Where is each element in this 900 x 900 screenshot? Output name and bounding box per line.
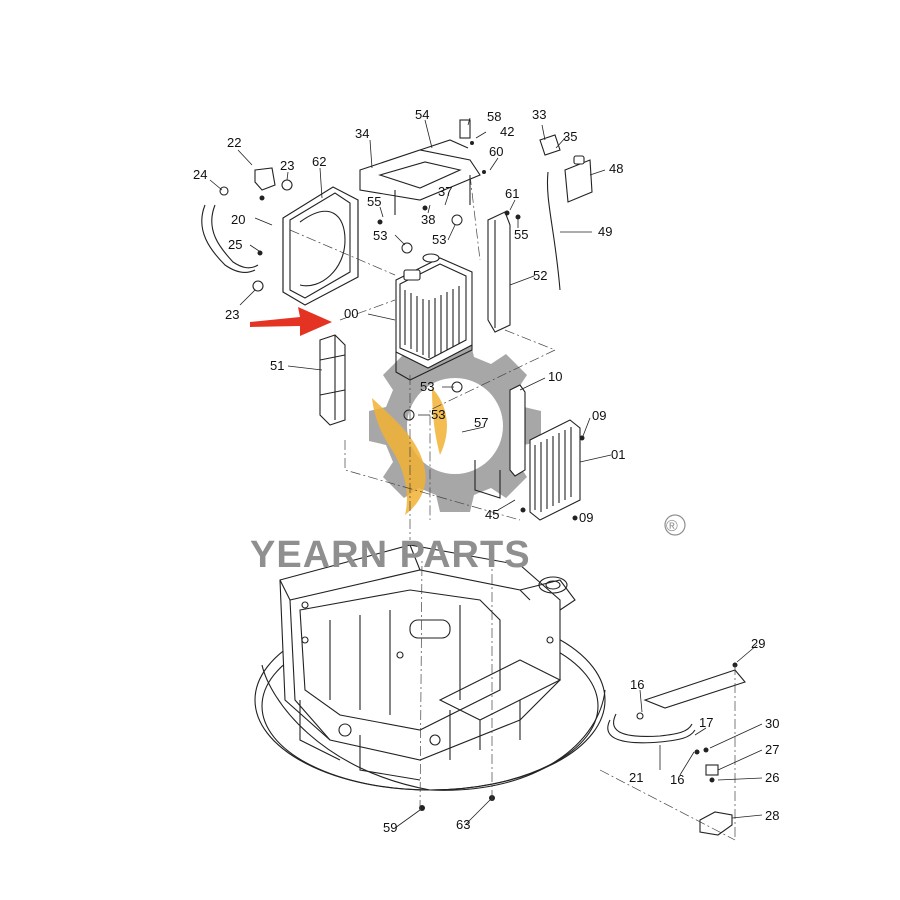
callout-38: 38 xyxy=(421,212,435,227)
callout-33: 33 xyxy=(532,107,546,122)
callout-53-right: 53 xyxy=(432,232,446,247)
brand-watermark-text: YEARN PARTS xyxy=(250,534,531,576)
callout-24: 24 xyxy=(193,167,207,182)
callout-30: 30 xyxy=(765,716,779,731)
center-lines xyxy=(289,174,736,841)
fastener-dots xyxy=(257,141,738,811)
radiator-hoses xyxy=(201,167,293,292)
callout-62: 62 xyxy=(312,154,326,169)
callout-16-bottom: 16 xyxy=(670,772,684,787)
callout-10: 10 xyxy=(548,369,562,384)
side-brackets xyxy=(319,211,511,426)
fan-shroud xyxy=(282,186,359,306)
callout-21: 21 xyxy=(629,770,643,785)
callout-23-top: 23 xyxy=(280,158,294,173)
callout-53-gear-bottom: 53 xyxy=(431,407,445,422)
callout-58: 58 xyxy=(487,109,501,124)
callout-59: 59 xyxy=(383,820,397,835)
callout-49: 49 xyxy=(598,224,612,239)
callout-25: 25 xyxy=(228,237,242,252)
leaf-watermark-icon xyxy=(372,388,447,515)
callout-55-left: 55 xyxy=(367,194,381,209)
callout-60: 60 xyxy=(489,144,503,159)
callout-48: 48 xyxy=(609,161,623,176)
registered-mark: ® xyxy=(666,518,678,535)
radiator xyxy=(395,253,473,381)
callout-29: 29 xyxy=(751,636,765,651)
callout-20: 20 xyxy=(231,212,245,227)
callout-27: 27 xyxy=(765,742,779,757)
callout-63: 63 xyxy=(456,817,470,832)
callout-34: 34 xyxy=(355,126,369,141)
callout-54: 54 xyxy=(415,107,429,122)
callout-22: 22 xyxy=(227,135,241,150)
lower-hose-assembly xyxy=(607,669,746,836)
callout-26: 26 xyxy=(765,770,779,785)
callout-51: 51 xyxy=(270,358,284,373)
callout-23-bottom: 23 xyxy=(225,307,239,322)
reservoir-tank xyxy=(539,134,593,291)
callout-16-top: 16 xyxy=(630,677,644,692)
callout-37: 37 xyxy=(438,184,452,199)
top-bracket xyxy=(359,119,481,215)
callout-labels: 22 24 23 62 20 25 23 34 54 58 42 60 33 3… xyxy=(193,107,779,835)
callout-09-top: 09 xyxy=(592,408,606,423)
callout-09-bottom: 09 xyxy=(579,510,593,525)
callout-28: 28 xyxy=(765,808,779,823)
upper-frame xyxy=(254,544,606,791)
callout-00: 00 xyxy=(344,306,358,321)
highlight-arrow xyxy=(250,307,332,336)
callout-55-right: 55 xyxy=(514,227,528,242)
callout-35: 35 xyxy=(563,129,577,144)
callout-52: 52 xyxy=(533,268,547,283)
callout-42: 42 xyxy=(500,124,514,139)
callout-61: 61 xyxy=(505,186,519,201)
callout-53-gear-top: 53 xyxy=(420,379,434,394)
callout-01: 01 xyxy=(611,447,625,462)
callout-17: 17 xyxy=(699,715,713,730)
leader-lines xyxy=(209,117,763,829)
callout-45: 45 xyxy=(485,507,499,522)
oil-cooler xyxy=(474,384,581,521)
callout-53-left: 53 xyxy=(373,228,387,243)
callout-57: 57 xyxy=(474,415,488,430)
